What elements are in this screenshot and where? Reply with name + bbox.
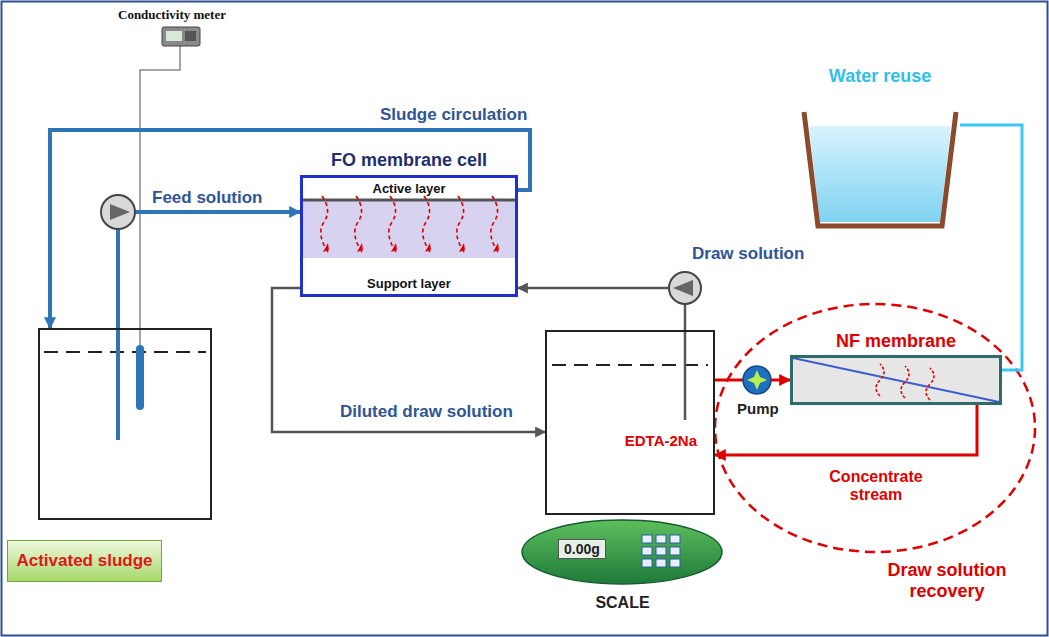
layer-name: Support layer	[303, 276, 515, 291]
active-layer-line	[303, 199, 515, 202]
scale-body	[520, 518, 725, 586]
scale-base	[522, 520, 722, 584]
flux-arrowhead	[391, 243, 397, 252]
feed-pump	[101, 195, 135, 229]
flow-label: Draw solution	[692, 244, 804, 264]
intake-pipe	[116, 328, 120, 440]
layer-name: Active layer	[303, 181, 515, 196]
flow-pipe	[960, 125, 1022, 370]
reuse-tank: Water reuse	[800, 110, 960, 230]
flux-arrowhead	[323, 243, 329, 252]
flow-label: Feed solution	[150, 188, 265, 208]
pump-label: Pump	[737, 400, 779, 417]
flow-pipe	[272, 288, 545, 432]
permeate-arrows	[876, 364, 934, 400]
conductivity-probe	[136, 345, 144, 410]
permeate-arrow	[926, 368, 934, 400]
chemical-name: EDTA-2Na	[625, 432, 697, 449]
scale: 0.00gSCALE	[520, 518, 725, 586]
flux-arrow	[355, 196, 362, 252]
sludge-tank: Activated sludge	[38, 328, 212, 520]
flow-pipe	[518, 288, 685, 330]
water-level	[44, 351, 206, 353]
region-label: Draw solution recovery	[872, 560, 1022, 602]
nf-module-fill	[793, 358, 999, 402]
reuse-tank-outline	[800, 110, 960, 230]
keypad	[642, 535, 680, 567]
pump-rotor	[673, 280, 693, 296]
flux-arrowhead	[357, 243, 363, 252]
module-title: NF membrane	[793, 331, 999, 352]
scale-display: 0.00g	[558, 539, 606, 559]
flow-label: Sludge circulation	[380, 105, 527, 125]
draw-pump	[669, 272, 701, 304]
device-label: Conductivity meter	[118, 7, 226, 23]
flow-pipe	[50, 130, 530, 328]
water-flux-arrows	[321, 196, 499, 252]
meter-buttons	[185, 31, 196, 41]
flux-arrow	[389, 196, 396, 252]
pump-star	[747, 370, 767, 390]
draw-solution-tank: EDTA-2Na	[545, 330, 715, 515]
tank-label: Activated sludge	[7, 540, 162, 582]
recovery-outline	[715, 304, 1035, 552]
meter-display	[166, 31, 182, 41]
nf-membrane-module: NF membrane	[790, 355, 1002, 405]
cell-title: FO membrane cell	[303, 150, 515, 171]
flux-arrowhead	[459, 243, 465, 252]
flux-arrow	[457, 196, 464, 252]
water	[809, 126, 951, 222]
nf-membrane-line	[793, 358, 999, 402]
flux-arrowhead	[425, 243, 431, 252]
nf-pump	[743, 366, 771, 394]
flux-arrow	[423, 196, 430, 252]
flux-arrow	[491, 196, 498, 252]
pump-rotor	[110, 204, 130, 220]
membrane-band	[303, 200, 515, 258]
fo-membrane-cell: FO membrane cellActive layerSupport laye…	[300, 175, 518, 297]
scale-name: SCALE	[520, 594, 725, 612]
permeate-arrow	[876, 364, 884, 396]
tank-wall	[804, 112, 956, 226]
flux-arrow	[321, 196, 328, 252]
permeate-arrow	[901, 366, 909, 398]
tank-title: Water reuse	[800, 66, 960, 87]
flux-arrowhead	[493, 243, 499, 252]
conductivity-meter	[162, 27, 200, 46]
draw-pipe	[684, 330, 687, 420]
flow-label: Diluted draw solution	[340, 402, 513, 422]
flow-label: Concentrate stream	[818, 468, 934, 504]
